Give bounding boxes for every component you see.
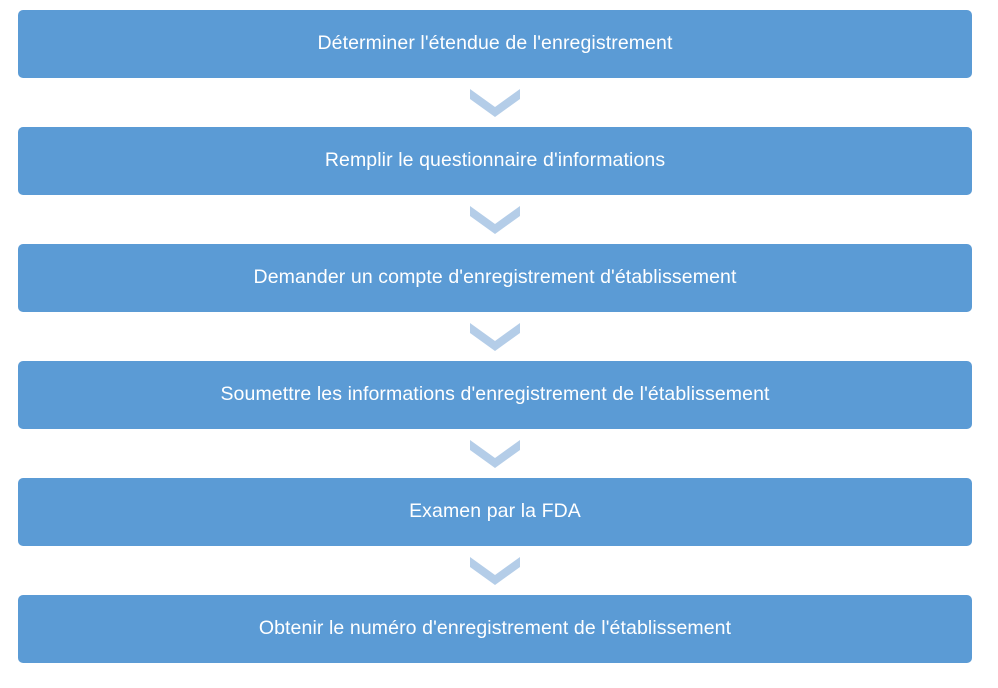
chevron-down-icon: [470, 322, 520, 351]
flowchart-connector-4: [18, 429, 972, 478]
chevron-down-icon: [470, 88, 520, 117]
flowchart-step-label: Remplir le questionnaire d'informations: [324, 149, 666, 172]
flowchart-connector-2: [18, 195, 972, 244]
flowchart-step-4[interactable]: Soumettre les informations d'enregistrem…: [18, 361, 972, 429]
chevron-down-icon: [470, 205, 520, 234]
flowchart-connector-3: [18, 312, 972, 361]
flowchart-step-label: Examen par la FDA: [409, 500, 581, 523]
flowchart-step-6[interactable]: Obtenir le numéro d'enregistrement de l'…: [18, 595, 972, 663]
flowchart-step-label: Obtenir le numéro d'enregistrement de l'…: [258, 617, 732, 640]
flowchart-step-2[interactable]: Remplir le questionnaire d'informations: [18, 127, 972, 195]
flowchart-connector-5: [18, 546, 972, 595]
chevron-down-icon: [470, 556, 520, 585]
flowchart-step-label: Demander un compte d'enregistrement d'ét…: [253, 266, 737, 289]
flowchart-step-5[interactable]: Examen par la FDA: [18, 478, 972, 546]
flowchart-connector-1: [18, 78, 972, 127]
flowchart-step-label: Déterminer l'étendue de l'enregistrement: [317, 32, 673, 55]
flowchart-step-label: Soumettre les informations d'enregistrem…: [220, 383, 770, 406]
flowchart-step-1[interactable]: Déterminer l'étendue de l'enregistrement: [18, 10, 972, 78]
chevron-down-icon: [470, 439, 520, 468]
flowchart-step-3[interactable]: Demander un compte d'enregistrement d'ét…: [18, 244, 972, 312]
